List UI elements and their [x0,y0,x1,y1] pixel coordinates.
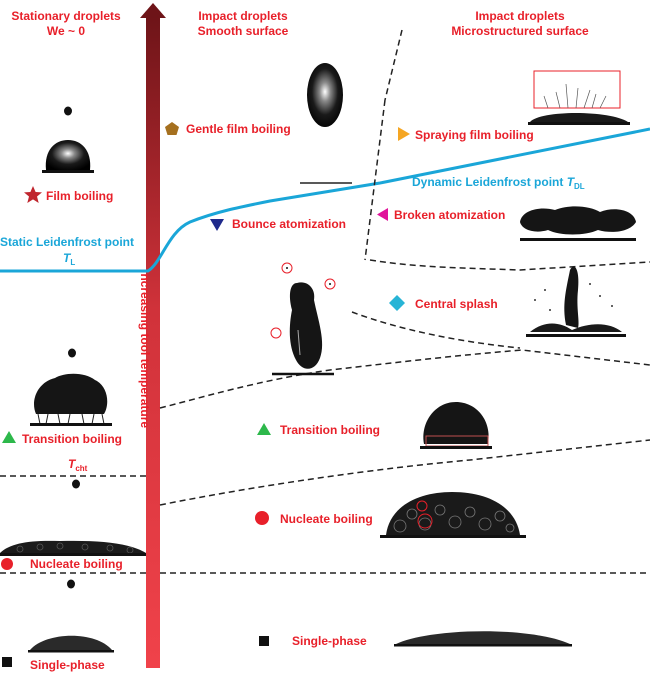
label-gentle-film-boiling: Gentle film boiling [186,122,291,136]
header-smooth-line2: Smooth surface [198,24,289,38]
smooth-droplet-bounce [270,262,336,376]
label-single-phase-left: Single-phase [30,658,105,672]
diamond-icon [389,295,405,311]
label-spraying-film-boiling: Spraying film boiling [415,128,534,142]
micro-droplet-spraying [528,70,630,125]
micro-droplet-broken [520,206,636,241]
triangle-up-icon [257,423,271,435]
triangle-down-icon [210,219,224,231]
boundary-splash-upper [369,259,650,271]
header-stationary-line2: We ~ 0 [47,24,85,38]
circle-icon [1,558,13,570]
smooth-droplet-nucleate [380,492,526,538]
label-bounce-atomization: Bounce atomization [232,217,346,231]
temperature-arrow [140,3,166,668]
label-single-phase-mid: Single-phase [292,634,367,648]
stationary-droplet-single [28,579,114,653]
static-leidenfrost-symbol: TL [63,251,75,267]
label-nucleate-boiling-mid: Nucleate boiling [280,512,373,526]
star-icon [24,186,42,203]
boundary-transition-upper [159,349,650,409]
label-transition-boiling-left: Transition boiling [22,432,122,446]
micro-droplet-central-splash [526,266,626,337]
smooth-droplet-single [394,631,572,647]
triangle-left-icon [377,208,388,221]
label-film-boiling: Film boiling [46,189,113,203]
header-micro-line2: Microstructured surface [451,24,589,38]
square-icon [2,657,12,667]
label-central-splash: Central splash [415,297,498,311]
smooth-droplet-gentle-film [307,63,343,127]
leidenfrost-curve [0,127,650,273]
header-stationary-line1: Stationary droplets [11,9,121,23]
axis-label: Increasing tool temperature [138,270,152,428]
stationary-droplet-nucleate [0,479,146,556]
header-micro-line1: Impact droplets [475,9,565,23]
boundary-diagonal-lower [364,99,386,261]
label-broken-atomization: Broken atomization [394,208,505,222]
static-leidenfrost-label: Static Leidenfrost point [0,235,134,249]
circle-icon [255,511,269,525]
label-transition-boiling-mid: Transition boiling [280,423,380,437]
stationary-droplet-film [42,106,94,173]
regime-boundaries [0,29,650,574]
dynamic-leidenfrost-label: Dynamic Leidenfrost point TDL [412,175,585,191]
smooth-droplet-transition [420,402,492,449]
boundary-transition-lower [159,439,650,506]
boundary-diagonal-upper [384,29,403,101]
triangle-right-icon [398,127,410,141]
boundary-splash-lower [351,311,521,349]
square-icon [259,636,269,646]
label-nucleate-boiling-left: Nucleate boiling [30,557,123,571]
pentagon-icon [165,122,179,135]
header-smooth-line1: Impact droplets [198,9,288,23]
triangle-up-icon [2,431,16,443]
tcht-label: Tcht [68,457,88,473]
stationary-droplet-transition [30,348,112,426]
